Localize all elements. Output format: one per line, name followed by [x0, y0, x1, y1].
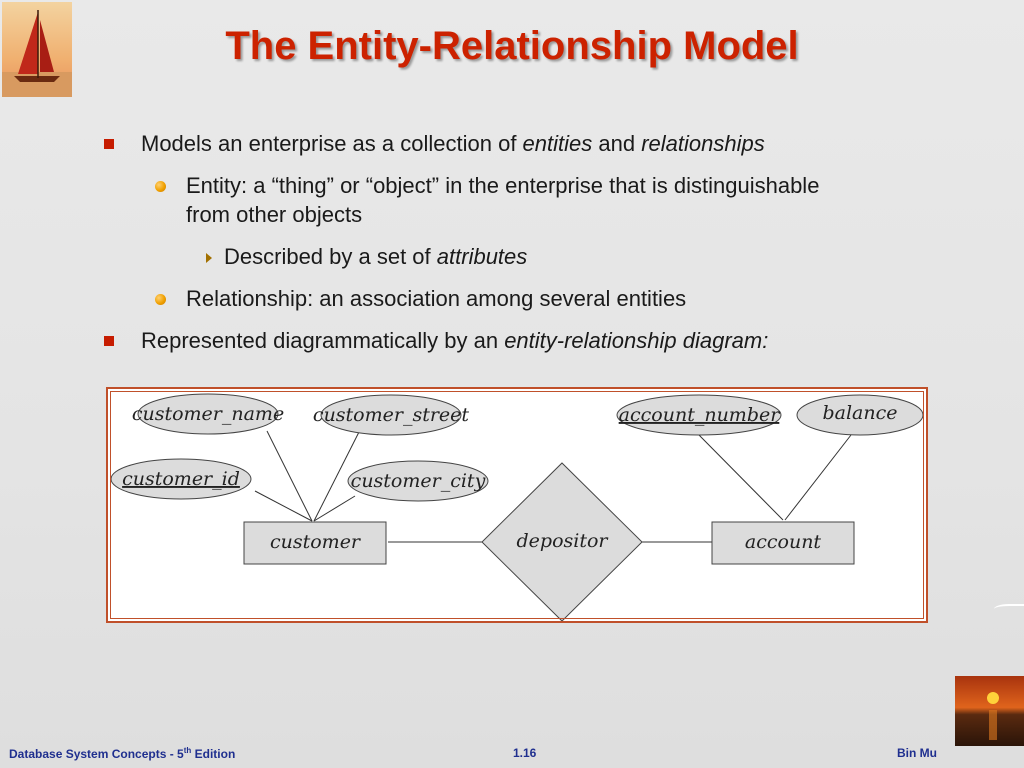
line-id-customer	[254, 490, 313, 522]
entity-account-label: account	[745, 531, 822, 553]
attribute-customer-name-label: customer_name	[132, 403, 284, 425]
bullet-models-and: and	[592, 131, 642, 156]
line-number-account	[697, 433, 784, 521]
footer-book-suffix: Edition	[191, 747, 236, 761]
connector-lines	[254, 430, 852, 543]
triangle-bullet-icon	[206, 253, 212, 263]
er-diagram-frame: customer_name customer_street customer_i…	[106, 387, 928, 623]
attribute-customer-name	[137, 393, 279, 435]
attribute-account-number-label: account_number	[619, 404, 782, 426]
entity-customer	[243, 521, 387, 565]
relationship-depositor-label: depositor	[517, 530, 610, 552]
line-city-customer	[313, 495, 356, 522]
bullet-models-text: Models an enterprise as a collection of	[141, 131, 523, 156]
footer-book: Database System Concepts - 5th Edition	[9, 746, 235, 761]
footer-book-sup: th	[183, 746, 192, 755]
bullet-attributes-text: Described by a set of	[224, 244, 437, 269]
sunset-logo	[955, 676, 1024, 746]
line-name-customer	[266, 430, 313, 522]
er-diagram: customer_name customer_street customer_i…	[110, 393, 924, 621]
bullet-attributes-em: attributes	[436, 244, 528, 269]
attribute-customer-id	[110, 458, 252, 500]
attribute-account-number	[616, 394, 782, 436]
relationship-depositor	[481, 462, 643, 621]
footer-slide-number: 1.16	[513, 746, 537, 760]
entity-account	[711, 521, 855, 565]
circle-bullet-icon	[155, 181, 166, 192]
bullet-represented-em: entity-relationship diagram:	[504, 328, 769, 353]
entity-customer-label: customer	[270, 531, 362, 553]
bullet-entity-line2: from other objects	[186, 202, 363, 227]
bullet-represented: Represented diagrammatically by an entit…	[141, 327, 768, 355]
slide-title: The Entity-Relationship Model	[225, 24, 799, 68]
line-street-customer	[313, 431, 360, 522]
square-bullet-icon	[104, 139, 114, 149]
attribute-balance	[796, 394, 924, 436]
attribute-customer-id-label: customer_id	[122, 468, 240, 490]
bullet-attributes: Described by a set of attributes	[224, 243, 527, 271]
decorative-swoosh	[994, 604, 1024, 614]
bullet-models-em-relationships: relationships	[641, 131, 765, 156]
bullet-models-em-entities: entities	[522, 131, 593, 156]
bullet-represented-text: Represented diagrammatically by an	[141, 328, 505, 353]
attribute-customer-street	[320, 394, 462, 436]
footer-book-prefix: Database System Concepts - 5	[9, 747, 184, 761]
bullet-list: Models an enterprise as a collection of …	[0, 0, 1024, 380]
line-balance-account	[784, 434, 852, 521]
bullet-models: Models an enterprise as a collection of …	[141, 130, 765, 158]
circle-bullet-icon	[155, 294, 166, 305]
attribute-customer-city	[347, 460, 489, 502]
attribute-balance-label: balance	[822, 402, 897, 424]
footer-author: Bin Mu	[897, 746, 937, 760]
bullet-relationship: Relationship: an association among sever…	[186, 286, 687, 311]
square-bullet-icon	[104, 336, 114, 346]
bullet-entity-line1: Entity: a “thing” or “object” in the ent…	[186, 173, 820, 198]
sailboat-logo	[2, 2, 72, 97]
attribute-customer-street-label: customer_street	[313, 404, 470, 426]
attribute-customer-city-label: customer_city	[351, 470, 486, 492]
